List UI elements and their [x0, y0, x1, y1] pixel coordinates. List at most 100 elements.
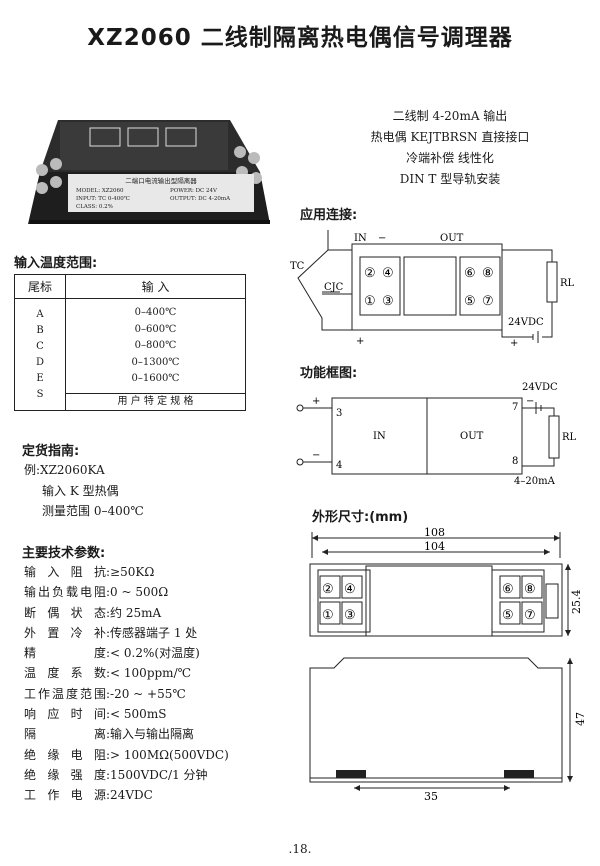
minus-sign: −: [378, 233, 386, 244]
output-label: 4–20mA: [514, 476, 556, 487]
feature-list: 二线制 4-20mA 输出 热电偶 KEJTBRSN 直接接口 冷端补偿 线性化…: [300, 106, 600, 190]
page-number: .18.: [288, 842, 312, 856]
block-diagram: 3 4 + − IN OUT 7 8 24VDC − RL 4–20mA: [288, 380, 588, 490]
spec-value: 输入与输出隔离: [110, 727, 195, 742]
order-guide: 例:XZ2060KA 输入 K 型热偶 测量范围 0–400℃: [24, 460, 144, 522]
cjc-label: CJC: [324, 282, 344, 293]
spec-key: 外置冷补: [24, 625, 106, 640]
pin-7: 7: [512, 402, 518, 413]
spec-key: 精度: [24, 646, 106, 661]
spec-key: 断偶状态: [24, 605, 106, 620]
spec-value: 约 25mA: [110, 605, 162, 620]
plus-sign: +: [356, 336, 364, 347]
minus-sign: −: [312, 450, 320, 461]
spec-value: -20 ~ +55℃: [110, 686, 186, 701]
spec-row: 绝缘电阻:> 100MΩ(500VDC): [24, 745, 229, 765]
suffix-cell: S: [36, 388, 44, 400]
spec-value: ≥50KΩ: [110, 565, 155, 579]
spec-key: 工作温度范围: [24, 686, 106, 701]
spec-row: 输出负载电阻:0 ~ 500Ω: [24, 582, 229, 602]
product-photo: 二端口电流输出型隔离器 MODEL: XZ2060 POWER: DC 24V …: [20, 112, 280, 236]
col-input-header: 输 入: [65, 274, 246, 299]
terminal-3: ③: [382, 294, 394, 309]
spec-value: 1500VDC/1 分钟: [110, 767, 208, 782]
dimensions-heading: 外形尺寸:(mm): [312, 510, 409, 525]
spec-row: 响应时间:< 500mS: [24, 704, 229, 724]
dim-108: 108: [424, 526, 445, 539]
terminal-2: ②: [364, 266, 376, 281]
spec-row: 断偶状态:约 25mA: [24, 603, 229, 623]
order-line: 输入 K 型热偶: [42, 483, 119, 498]
pin-8: 8: [512, 456, 518, 467]
terminal-2: ②: [322, 582, 334, 597]
spec-key: 绝缘电阻: [24, 747, 106, 762]
plus-sign: +: [510, 338, 518, 349]
application-heading: 应用连接:: [300, 208, 358, 223]
spec-key: 隔离: [24, 727, 106, 742]
terminal-6: ⑥: [464, 266, 476, 281]
photo-label-line: CLASS: 0.2%: [76, 204, 113, 210]
terminal-8: ⑧: [482, 266, 494, 281]
suffix-cell: E: [36, 372, 44, 384]
feature-item: 冷端补偿 线性化: [406, 151, 494, 165]
feature-item: 热电偶 KEJTBRSN 直接接口: [370, 130, 530, 144]
suffix-cell: D: [35, 356, 45, 368]
spec-value: < 0.2%(对温度): [110, 646, 200, 661]
terminal-1: ①: [364, 294, 376, 309]
suffix-cell: C: [36, 340, 44, 352]
order-guide-heading: 定货指南:: [22, 444, 80, 459]
input-range-heading: 输入温度范围:: [14, 256, 98, 271]
photo-label-line: INPUT: TC 0-400℃: [76, 195, 130, 202]
dim-25-4: 25.4: [570, 590, 583, 615]
terminal-5: ⑤: [464, 294, 476, 309]
spec-value: 传感器端子 1 处: [110, 625, 198, 640]
block-out-label: OUT: [460, 431, 484, 442]
photo-label-line: MODEL: XZ2060: [76, 188, 124, 194]
spec-value: < 500mS: [110, 707, 167, 722]
spec-key: 温度系数: [24, 666, 106, 681]
photo-label-line: OUTPUT: DC 4-20mA: [170, 196, 231, 202]
dim-104: 104: [424, 540, 445, 553]
terminal-4: ④: [344, 582, 356, 597]
range-cell: 0–400℃: [134, 307, 177, 318]
photo-label-line: POWER: DC 24V: [170, 188, 218, 194]
spec-list: 输入阻抗:≥50KΩ 输出负载电阻:0 ~ 500Ω 断偶状态:约 25mA 外…: [24, 562, 229, 806]
supply-label: 24VDC: [522, 382, 558, 393]
spec-value: 24VDC: [110, 788, 153, 803]
order-line: 测量范围 0–400℃: [42, 504, 144, 518]
feature-item: DIN T 型导轨安装: [399, 172, 501, 186]
spec-row: 绝缘强度:1500VDC/1 分钟: [24, 765, 229, 785]
spec-key: 响应时间: [24, 707, 106, 722]
spec-key: 工作电源: [24, 788, 106, 803]
feature-item: 二线制 4-20mA 输出: [392, 109, 508, 123]
out-label: OUT: [440, 233, 464, 244]
suffix-cell: B: [36, 324, 44, 336]
range-cell: 0–800℃: [134, 340, 177, 351]
application-diagram: TC CJC IN − + OUT RL 24VDC + ② ④ ① ③ ⑥ ⑧…: [280, 222, 590, 350]
spec-key: 绝缘强度: [24, 767, 106, 782]
block-diagram-heading: 功能框图:: [300, 366, 358, 381]
spec-value: < 100ppm/℃: [110, 666, 192, 681]
spec-value: > 100MΩ(500VDC): [110, 747, 229, 762]
dim-47: 47: [574, 712, 587, 726]
spec-key: 输入阻抗: [24, 565, 106, 579]
terminal-7: ⑦: [482, 294, 494, 309]
terminal-1: ①: [322, 608, 334, 623]
specs-heading: 主要技术参数:: [22, 546, 106, 561]
rl-label: RL: [560, 278, 575, 289]
spec-row: 输入阻抗:≥50KΩ: [24, 562, 229, 582]
range-cell: 0–1300℃: [131, 356, 180, 368]
col-suffix-header: 尾标: [14, 274, 66, 299]
terminal-3: ③: [344, 608, 356, 623]
spec-row: 精度:< 0.2%(对温度): [24, 643, 229, 663]
suffix-cell: A: [36, 308, 44, 320]
rl-label: RL: [562, 432, 577, 443]
in-label: IN: [354, 233, 367, 244]
terminal-5: ⑤: [502, 608, 514, 623]
range-cell: 0–600℃: [134, 323, 177, 335]
spec-row: 工作温度范围:-20 ~ +55℃: [24, 684, 229, 704]
terminal-4: ④: [382, 266, 394, 281]
supply-label: 24VDC: [508, 317, 544, 328]
custom-spec-cell: 用 户 特 定 规 格: [66, 393, 245, 410]
plus-sign: +: [312, 396, 320, 407]
